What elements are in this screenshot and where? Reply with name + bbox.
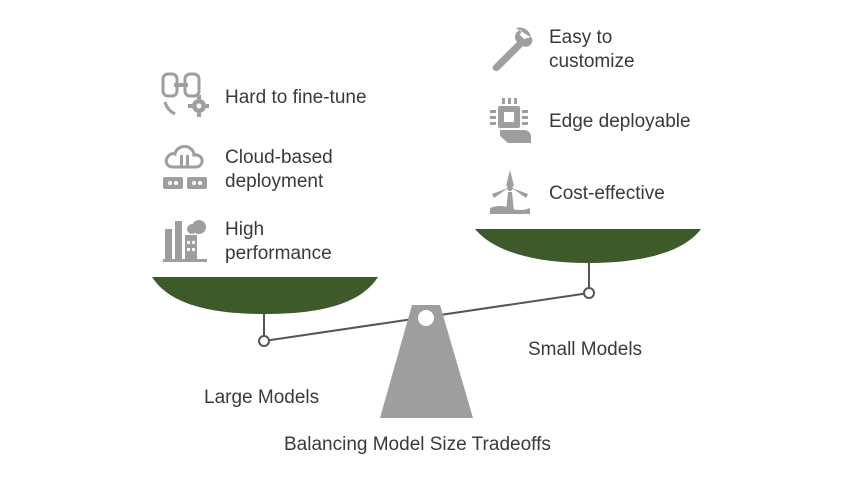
wrench-icon — [486, 24, 534, 72]
right-pan — [475, 229, 701, 263]
wind-turbine-icon — [486, 168, 534, 216]
scale-fulcrum — [380, 305, 473, 418]
trait-hard-to-fine-tune: Hard to fine-tune — [225, 87, 367, 108]
trait-edge-deployable: Edge deployable — [549, 111, 691, 132]
factory-cloud-icon — [161, 215, 209, 263]
trait-cloud-based-deployment: Cloud-based deployment — [225, 147, 333, 192]
cloud-server-icon — [161, 143, 209, 191]
trait-cost-effective: Cost-effective — [549, 183, 665, 204]
small-models-label: Small Models — [528, 339, 643, 360]
chain-gear-icon — [161, 70, 209, 118]
fulcrum-pivot — [418, 310, 434, 326]
trait-easy-to-customize: Easy to customize — [549, 27, 635, 72]
left-beam-joint — [258, 335, 270, 347]
large-models-label: Large Models — [204, 387, 320, 408]
trait-high-performance: High performance — [225, 219, 332, 264]
right-beam-joint — [583, 287, 595, 299]
chip-hand-icon — [486, 96, 534, 144]
diagram-title: Balancing Model Size Tradeoffs — [284, 434, 551, 455]
left-pan — [152, 277, 378, 314]
